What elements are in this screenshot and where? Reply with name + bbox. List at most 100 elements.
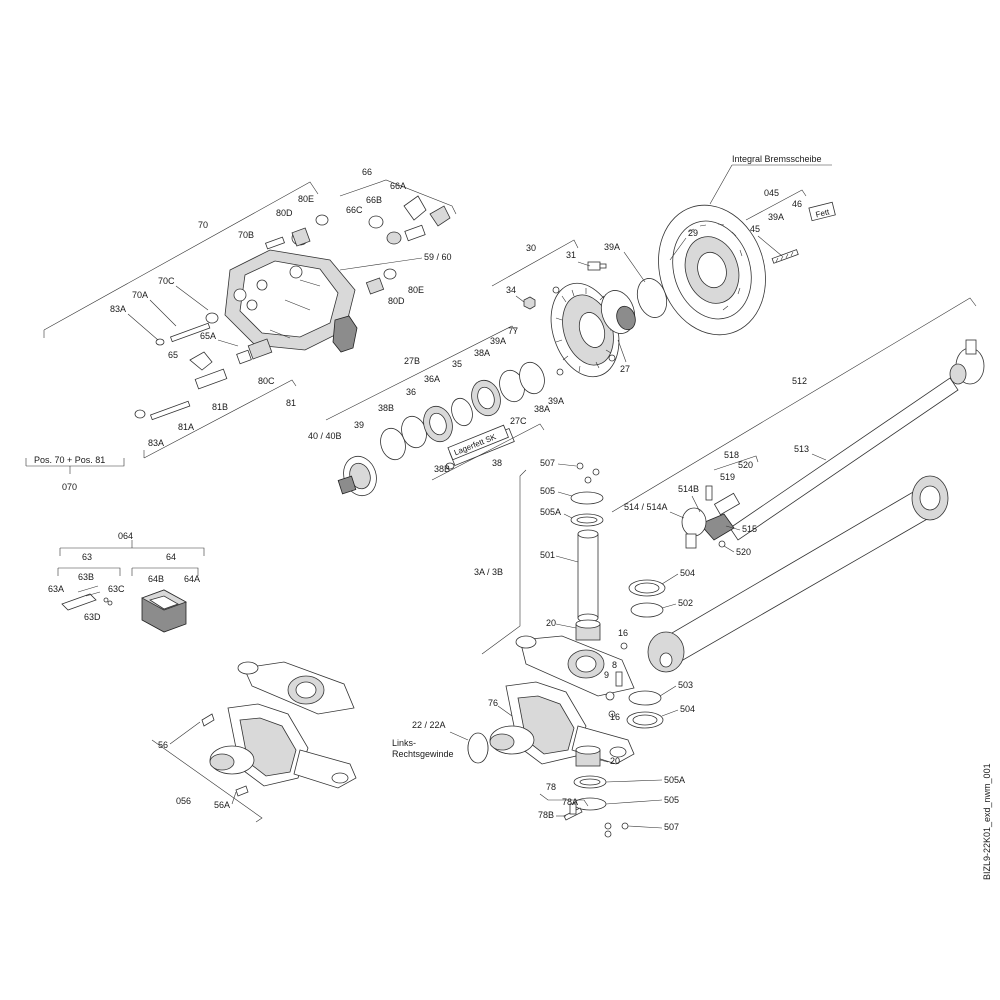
bolt-31 xyxy=(587,261,607,271)
shims-504-502-503 xyxy=(626,579,666,729)
label-505A-t: 505A xyxy=(540,507,561,517)
disc-bolt-45 xyxy=(771,249,799,264)
dimension-66 xyxy=(339,179,457,215)
label-503: 503 xyxy=(678,680,693,690)
label-63: 63 xyxy=(82,552,92,562)
label-70C: 70C xyxy=(158,276,175,286)
label-70: 70 xyxy=(198,220,208,230)
label-056: 056 xyxy=(176,796,191,806)
label-77: 77 xyxy=(508,326,518,336)
label-76: 76 xyxy=(488,698,498,708)
grease-fitting-78 xyxy=(563,803,583,821)
bearing-set-38 xyxy=(337,361,545,497)
label-56: 56 xyxy=(158,740,168,750)
label-64A: 64A xyxy=(184,574,200,584)
label-38B-t: 38B xyxy=(378,403,394,413)
label-520-b: 520 xyxy=(736,547,751,557)
small-parts-16-8-9 xyxy=(605,642,628,718)
label-27C: 27C xyxy=(510,416,527,426)
label-36: 36 xyxy=(406,387,416,397)
label-20-t: 20 xyxy=(546,618,556,628)
label-64B: 64B xyxy=(148,574,164,584)
label-20-b: 20 xyxy=(610,756,620,766)
label-38B-b: 38B xyxy=(434,464,450,474)
label-36A: 36A xyxy=(424,374,440,384)
label-83A-t: 83A xyxy=(110,304,126,314)
label-045: 045 xyxy=(764,188,779,198)
label-27B: 27B xyxy=(404,356,420,366)
label-501: 501 xyxy=(540,550,555,560)
label-38A-b: 38A xyxy=(534,404,550,414)
label-16-t: 16 xyxy=(618,628,628,638)
hub-27 xyxy=(550,282,636,378)
label-507-b: 507 xyxy=(664,822,679,832)
tie-rod-512 xyxy=(611,297,985,549)
dimension-70 xyxy=(43,181,319,338)
knuckle-left-056 xyxy=(201,661,357,797)
label-505-t: 505 xyxy=(540,486,555,496)
label-63A: 63A xyxy=(48,584,64,594)
label-29: 29 xyxy=(688,228,698,238)
label-pos70-81: Pos. 70 + Pos. 81 xyxy=(34,455,105,465)
screws-507 xyxy=(576,462,629,838)
label-65A: 65A xyxy=(200,331,216,341)
label-35: 35 xyxy=(452,359,462,369)
label-39A-r: 39A xyxy=(548,396,564,406)
label-56A: 56A xyxy=(214,800,230,810)
label-80D-b: 80D xyxy=(388,296,405,306)
label-rechts: Rechtsgewinde xyxy=(392,749,454,759)
drawing-id: BIZL9-22K01_exd_nwm_001 xyxy=(982,763,992,880)
label-66C: 66C xyxy=(346,205,363,215)
label-40-40B: 40 / 40B xyxy=(308,431,342,441)
label-66B: 66B xyxy=(366,195,382,205)
label-518: 518 xyxy=(724,450,739,460)
label-66A: 66A xyxy=(390,181,406,191)
label-514B: 514B xyxy=(678,484,699,494)
label-520-t: 520 xyxy=(738,460,753,470)
label-63B: 63B xyxy=(78,572,94,582)
label-80D-t: 80D xyxy=(276,208,293,218)
clamp-518-519 xyxy=(705,485,741,548)
label-64: 64 xyxy=(166,552,176,562)
dimension-38 xyxy=(325,325,545,481)
label-81: 81 xyxy=(286,398,296,408)
label-502: 502 xyxy=(678,598,693,608)
label-81B: 81B xyxy=(212,402,228,412)
label-064: 064 xyxy=(118,531,133,541)
oring-39A-disc xyxy=(636,278,668,318)
label-39: 39 xyxy=(354,420,364,430)
label-80E-b: 80E xyxy=(408,285,424,295)
drag-link-513 xyxy=(647,475,949,673)
label-38A-t: 38A xyxy=(474,348,490,358)
label-513: 513 xyxy=(794,444,809,454)
label-070: 070 xyxy=(62,482,77,492)
label-505A-b: 505A xyxy=(664,775,685,785)
label-3A-3B: 3A / 3B xyxy=(474,567,503,577)
label-fett: Fett xyxy=(815,207,831,219)
label-45: 45 xyxy=(750,224,760,234)
label-9: 9 xyxy=(604,670,609,680)
label-27: 27 xyxy=(620,364,630,374)
label-507-t: 507 xyxy=(540,458,555,468)
label-63C: 63C xyxy=(108,584,125,594)
label-39A-top: 39A xyxy=(768,212,784,222)
label-38: 38 xyxy=(492,458,502,468)
label-81A: 81A xyxy=(178,422,194,432)
nut-34 xyxy=(523,296,536,310)
label-16-b: 16 xyxy=(610,712,620,722)
label-78B: 78B xyxy=(538,810,554,820)
label-65: 65 xyxy=(168,350,178,360)
label-83A-b: 83A xyxy=(148,438,164,448)
label-links: Links- xyxy=(392,738,416,748)
label-46: 46 xyxy=(792,199,802,209)
label-514-514A: 514 / 514A xyxy=(624,502,668,512)
caliper-70 xyxy=(224,249,358,353)
label-80C: 80C xyxy=(258,376,275,386)
label-80E-t: 80E xyxy=(298,194,314,204)
label-63D: 63D xyxy=(84,612,101,622)
label-515: 515 xyxy=(742,524,757,534)
label-39A-b: 39A xyxy=(604,242,620,252)
kingpin-501 xyxy=(577,529,599,623)
